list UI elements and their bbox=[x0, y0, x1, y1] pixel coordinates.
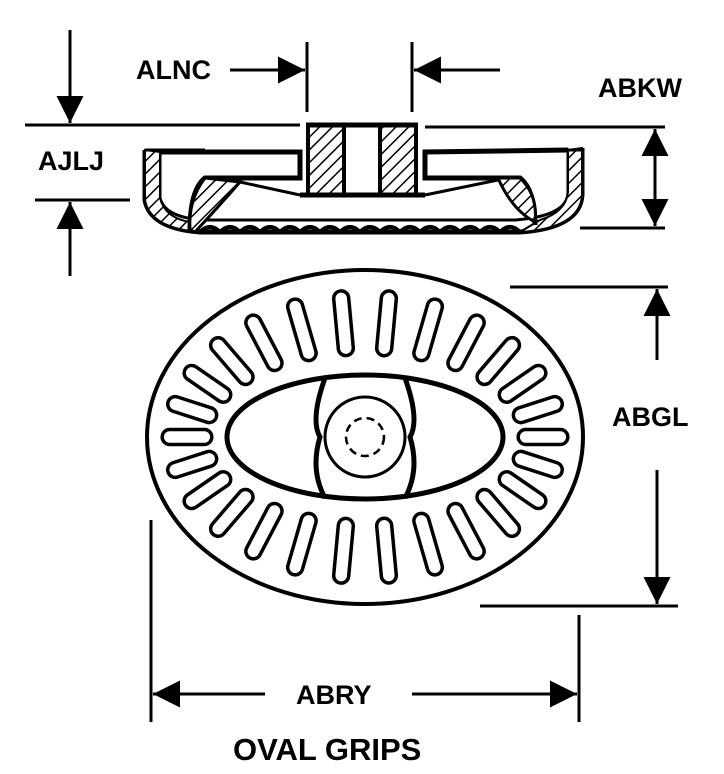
grip-slot bbox=[331, 289, 356, 358]
grip-slot bbox=[497, 363, 548, 404]
ajlj-dimension: AJLJ bbox=[25, 30, 300, 276]
grip-slot bbox=[412, 511, 445, 577]
abry-label: ABRY bbox=[296, 680, 372, 710]
grip-slot bbox=[244, 501, 284, 561]
drawing-title: OVAL GRIPS bbox=[233, 732, 421, 767]
grip-slot bbox=[446, 313, 486, 373]
abgl-label: ABGL bbox=[612, 402, 689, 432]
grip-slot bbox=[412, 297, 445, 363]
abkw-dimension: ABKW bbox=[425, 73, 682, 230]
hub-curve-left bbox=[313, 377, 328, 500]
alnc-label: ALNC bbox=[136, 55, 211, 85]
grip-slot bbox=[244, 313, 284, 373]
grip-slot bbox=[374, 516, 399, 585]
left-rib-hatch bbox=[188, 176, 244, 234]
abry-dimension: ABRY bbox=[149, 520, 581, 722]
grip-slot bbox=[497, 470, 548, 511]
hub-curve-right bbox=[402, 377, 417, 500]
grip-slot bbox=[511, 449, 564, 480]
grip-slot bbox=[516, 427, 570, 447]
abkw-label: ABKW bbox=[598, 73, 682, 103]
grip-slot bbox=[331, 516, 356, 585]
hub-circle bbox=[323, 395, 407, 479]
grip-slot bbox=[475, 335, 522, 387]
inner-ellipse bbox=[224, 372, 506, 502]
slot-ring bbox=[160, 289, 570, 585]
alnc-dimension: ALNC bbox=[136, 42, 500, 112]
grip-slot bbox=[166, 449, 219, 480]
grip-slot bbox=[166, 394, 219, 425]
side-view bbox=[142, 122, 585, 235]
grip-slot bbox=[208, 487, 255, 538]
grip-slot bbox=[160, 427, 214, 447]
grip-slot bbox=[285, 511, 318, 577]
grip-slot bbox=[285, 297, 318, 363]
hub-bore-hidden bbox=[344, 416, 386, 458]
abgl-dimension: ABGL bbox=[480, 285, 689, 608]
right-rib-hatch bbox=[495, 176, 537, 225]
hub-left-section bbox=[306, 123, 346, 197]
outer-ellipse bbox=[145, 268, 585, 606]
top-view bbox=[145, 268, 585, 606]
grip-slot bbox=[475, 487, 522, 539]
grip-slot bbox=[208, 336, 255, 387]
grip-slot bbox=[374, 289, 399, 358]
inner-slope-right bbox=[424, 178, 499, 197]
wavy-bottom bbox=[198, 225, 522, 235]
grip-slot bbox=[511, 394, 564, 425]
ajlj-label: AJLJ bbox=[38, 146, 104, 176]
inner-slope-left bbox=[239, 180, 301, 197]
grip-slot bbox=[446, 501, 486, 561]
grip-slot bbox=[182, 470, 233, 511]
grip-slot bbox=[182, 363, 233, 404]
hub-right-section bbox=[378, 123, 418, 197]
